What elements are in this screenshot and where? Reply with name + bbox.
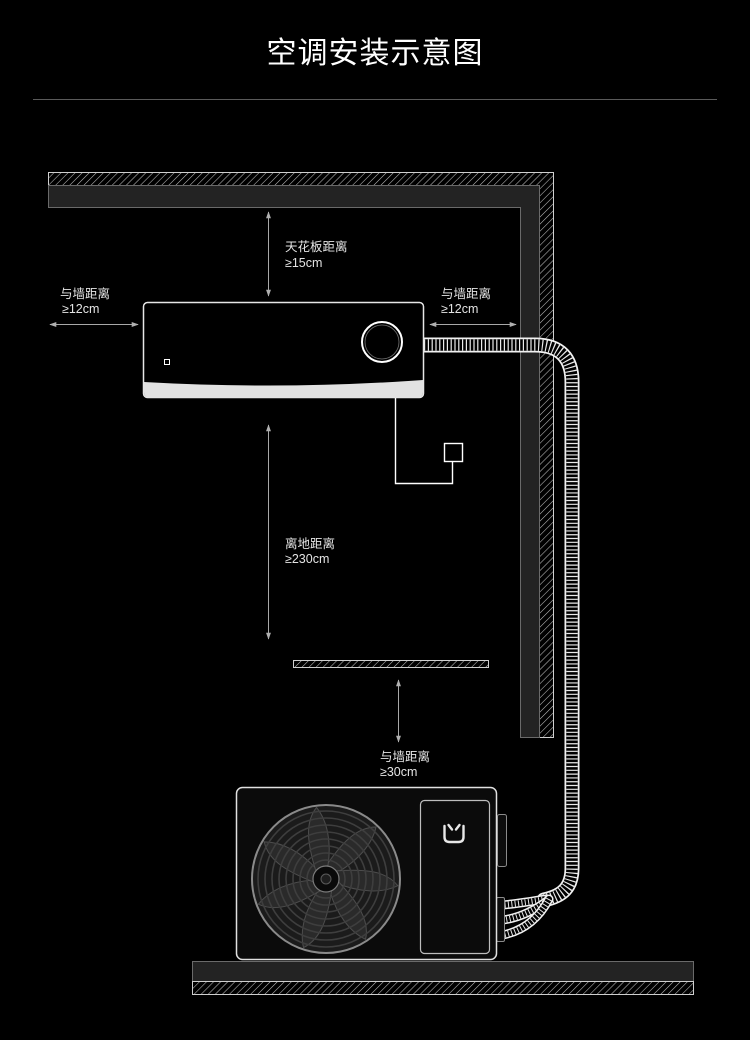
indoor-unit [142, 301, 425, 399]
floor-distance-value: ≥230cm [285, 552, 329, 566]
outdoor-distance-value: ≥30cm [380, 765, 417, 779]
outdoor-fan-grille [251, 804, 401, 954]
outdoor-unit [235, 786, 507, 961]
grille-rings [257, 810, 395, 948]
outdoor-unit-side-box [497, 814, 507, 867]
ground-band [192, 961, 694, 982]
ground [192, 961, 694, 995]
socket-icon [443, 442, 464, 463]
ceiling-distance-label: 天花板距离 [285, 239, 348, 254]
ground-hatch [192, 981, 694, 995]
ceiling-and-wall [48, 172, 554, 738]
left-wall-distance-value: ≥12cm [62, 302, 99, 316]
outdoor-unit-front-panel [419, 799, 491, 955]
display-ring-inner [364, 324, 400, 360]
right-wall-distance-label: 与墙距离 [441, 286, 491, 301]
indicator-light [164, 359, 170, 365]
indoor-unit-air-outlet [144, 380, 423, 398]
outdoor-unit-pipe-valve [496, 897, 505, 942]
refrigerant-pipe [416, 337, 580, 940]
right-wall-distance-value: ≥12cm [441, 302, 478, 316]
outdoor-distance-label: 与墙距离 [380, 749, 430, 764]
page-title: 空调安装示意图 [267, 37, 484, 70]
floor-slab [293, 660, 489, 668]
power-cable [394, 398, 454, 485]
display-ring-icon [361, 321, 403, 363]
left-wall-distance-label: 与墙距离 [60, 286, 110, 301]
ceiling-distance-value: ≥15cm [285, 256, 322, 270]
floor-distance-label: 离地距离 [285, 536, 335, 551]
mi-home-logo-icon [443, 823, 465, 844]
wall-inner-band [48, 185, 540, 738]
